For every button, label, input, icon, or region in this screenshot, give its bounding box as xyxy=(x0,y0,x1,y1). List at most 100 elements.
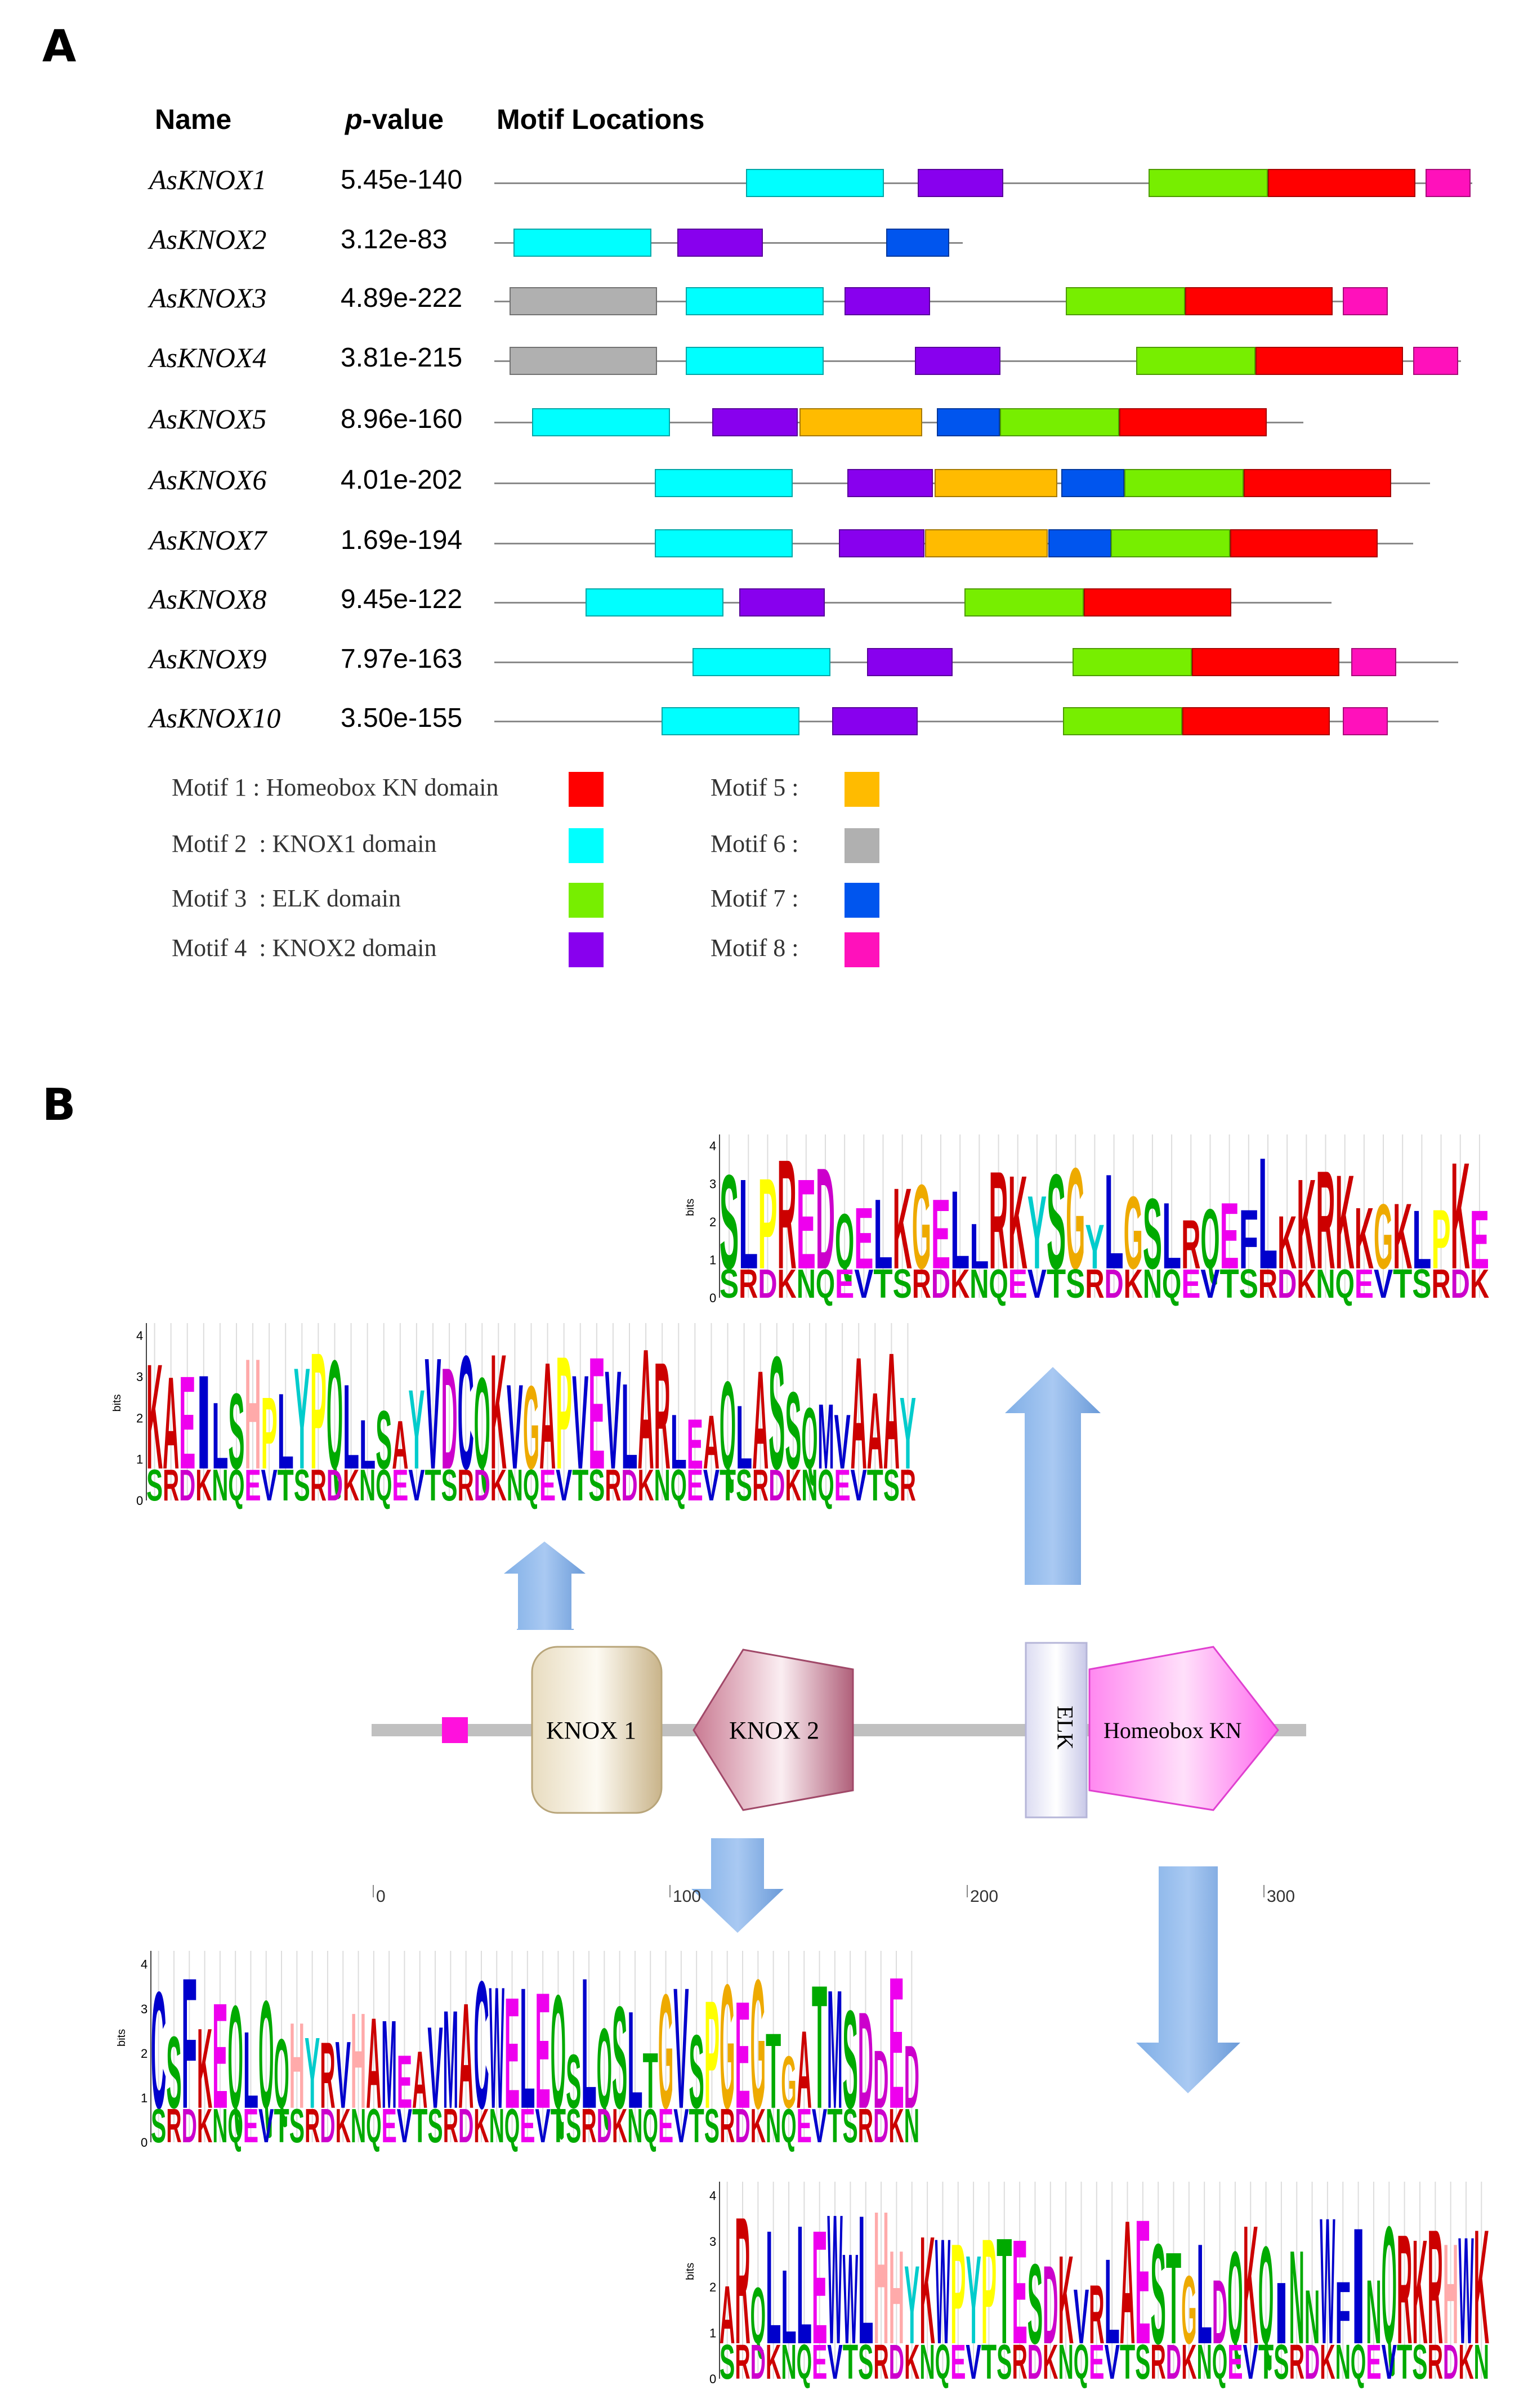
logo-residue-minor: T xyxy=(827,2099,842,2152)
logo-residue: L xyxy=(671,1399,687,1486)
motif-1-box xyxy=(1244,469,1391,497)
logo-ytick-label: 2 xyxy=(709,1215,716,1229)
logo-residue-minor: N xyxy=(507,1461,523,1510)
logo-residue-minor: K xyxy=(638,1461,654,1510)
logo-residue: G xyxy=(1374,1185,1393,1288)
gene-name: AsKNOX6 xyxy=(149,464,267,495)
logo-residue: A xyxy=(851,1324,867,1503)
logo-residue-minor: N xyxy=(1474,2334,1489,2389)
motif-4-box xyxy=(677,229,763,257)
motif-4-box xyxy=(712,408,798,436)
logo-residue-minor: E xyxy=(1227,2334,1243,2389)
logo-residue-minor: R xyxy=(739,1261,758,1306)
logo-residue: T xyxy=(997,2206,1012,2375)
logo-residue: L xyxy=(278,1372,294,1492)
logo-ytick-label: 4 xyxy=(709,1139,716,1153)
logo-residue-minor: K xyxy=(473,2099,489,2152)
logo-ytick-label: 4 xyxy=(141,1958,148,1972)
logo-residue: N xyxy=(1366,2261,1381,2362)
logo-residue-minor: S xyxy=(289,2099,305,2152)
motif-8-box xyxy=(1413,347,1458,375)
logo-residue-minor: Q xyxy=(935,2334,950,2389)
logo-residue-minor: D xyxy=(769,1461,785,1510)
motif-3-box xyxy=(964,588,1084,616)
logo-residue: L xyxy=(969,1210,989,1282)
motif-1-box xyxy=(1084,588,1231,616)
motif8-square xyxy=(442,1717,468,1743)
logo-residue: L xyxy=(766,2196,781,2378)
logo-residue-minor: N xyxy=(1058,2334,1073,2389)
logo-residue-minor: N xyxy=(969,1261,989,1306)
logo-residue: A xyxy=(638,1314,654,1505)
gene-track-line xyxy=(494,721,1438,722)
logo-residue: A xyxy=(797,2008,812,2132)
gene-pvalue: 8.96e-160 xyxy=(341,404,463,434)
logo-residue-minor: V xyxy=(556,1461,572,1510)
logo-residue-minor: S xyxy=(1066,1261,1085,1306)
logo-residue-minor: K xyxy=(766,2334,781,2389)
logo-residue: D xyxy=(873,2033,888,2126)
gene-name: AsKNOX5 xyxy=(149,403,267,435)
logo-residue-minor: K xyxy=(195,1461,212,1510)
motif-3-box xyxy=(1073,648,1192,676)
logo-residue-minor: V xyxy=(673,2099,689,2152)
logo-residue-minor: R xyxy=(581,2099,596,2152)
logo-residue-minor: T xyxy=(981,2334,997,2389)
logo-residue-minor: N xyxy=(801,1461,817,1510)
logo-residue-minor: Q xyxy=(816,1261,835,1306)
gene-pvalue: 4.89e-222 xyxy=(341,283,463,313)
logo-residue-minor: E xyxy=(520,2099,535,2152)
logo-residue-minor: K xyxy=(904,2334,919,2389)
logo-residue-minor: N xyxy=(654,1461,671,1510)
logo-residue-minor: V xyxy=(851,1461,867,1510)
logo-residue-minor: T xyxy=(425,1461,441,1510)
logo-residue: E xyxy=(797,1153,816,1296)
arrow-down-homeobox xyxy=(1136,1866,1240,2093)
logo-residue: A xyxy=(1120,2184,1135,2381)
logo-residue-minor: N xyxy=(212,1461,228,1510)
logo-residue: P xyxy=(261,1377,278,1491)
logo-residue: Q xyxy=(801,1390,817,1487)
logo-residue: K xyxy=(197,2004,212,2132)
logo-ytick-label: 0 xyxy=(709,2372,716,2386)
motif-2-box xyxy=(692,648,830,676)
logo-ytick-label: 0 xyxy=(141,2136,148,2150)
logo-residue-minor: N xyxy=(904,2099,919,2152)
logo-residue-minor: T xyxy=(843,2334,858,2389)
logo-residue-minor: V xyxy=(966,2334,981,2389)
gene-pvalue: 5.45e-140 xyxy=(341,165,463,195)
logo-residue-minor: T xyxy=(412,2099,427,2152)
logo-residue: R xyxy=(1428,2196,1443,2378)
logo-residue: R xyxy=(320,2023,335,2128)
logo-residue: L xyxy=(781,2248,796,2366)
logo-residue: R xyxy=(1316,1142,1335,1298)
logo-residue: Y xyxy=(1027,1174,1047,1291)
logo-residue: S xyxy=(785,1369,801,1492)
logo-ytick-label: 1 xyxy=(709,1253,716,1267)
logo-ytick-label: 1 xyxy=(136,1453,143,1467)
logo-residue-minor: S xyxy=(704,2099,720,2152)
logo-residue-minor: Q xyxy=(1162,1261,1181,1306)
logo-residue: E xyxy=(179,1349,195,1497)
logo-ytick-label: 1 xyxy=(709,2326,716,2340)
logo-residue: Q xyxy=(750,2272,766,2361)
motif-2-box xyxy=(686,287,824,315)
legend-swatch-motif-2 xyxy=(569,828,604,863)
motif-4-box xyxy=(847,469,933,497)
motif-1-box xyxy=(1185,287,1333,315)
legend-swatch-motif-5 xyxy=(845,772,879,807)
logo-residue-minor: D xyxy=(931,1261,950,1306)
logo-residue: E xyxy=(735,1971,750,2141)
logo-residue-minor: V xyxy=(1374,1261,1393,1306)
logo-residue: G xyxy=(781,2040,796,2124)
legend-label-motif-7: Motif 7 : xyxy=(711,884,799,912)
logo-residue-minor: E xyxy=(1355,1261,1374,1306)
gene-pvalue: 3.50e-155 xyxy=(341,703,463,733)
motif-8-box xyxy=(1343,287,1388,315)
logo-residue-minor: S xyxy=(588,1461,605,1510)
logo-residue: M xyxy=(382,1994,397,2134)
logo-residue: L xyxy=(343,1359,359,1494)
logo-ytick-label: 3 xyxy=(136,1370,143,1384)
